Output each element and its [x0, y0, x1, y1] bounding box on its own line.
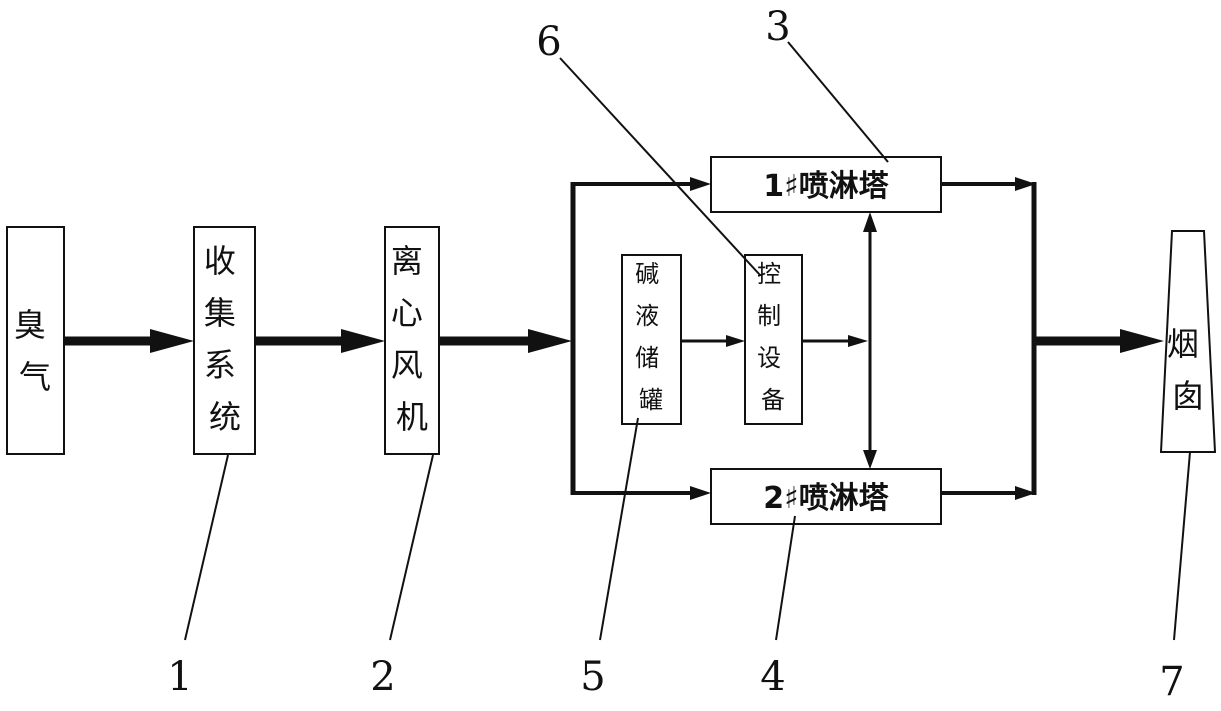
leader-2 [389, 454, 434, 641]
fan-char-1: 离 [391, 242, 423, 280]
arrowhead-tower1-merge [1015, 177, 1036, 191]
number-label-2: 2 [370, 654, 395, 700]
control-char-3: 设 [757, 344, 781, 372]
fan-box [384, 226, 440, 455]
small-arrowheads [690, 177, 1036, 500]
odor-box [6, 226, 65, 455]
number-label-3: 3 [765, 4, 790, 50]
tower2-box [710, 468, 942, 525]
number-label-6: 6 [536, 19, 561, 65]
arrowhead-to-tower1 [690, 177, 711, 191]
tower1-box [710, 156, 942, 213]
control-char-1: 控 [757, 260, 781, 288]
leader-7 [1173, 451, 1191, 641]
number-label-4: 4 [760, 654, 785, 700]
arrowhead-odor-to-collection [150, 329, 194, 353]
tank-char-3: 储 [635, 344, 659, 372]
leader-1 [184, 454, 229, 641]
collection-char-1: 收 [204, 242, 236, 280]
leader-5 [599, 417, 639, 641]
fan-char-3: 风 [391, 346, 423, 384]
fan-label: 离 心 风 机 [391, 242, 433, 436]
chimney-char-2: 囱 [1172, 377, 1204, 415]
control-char-2: 制 [757, 302, 781, 330]
arrowhead-collection-to-fan [341, 329, 385, 353]
fan-char-4: 机 [396, 398, 428, 436]
tank-label: 碱 液 储 罐 [635, 260, 667, 414]
arrowhead-tower2-merge [1015, 486, 1036, 500]
collection-char-3: 系 [204, 346, 236, 384]
arrowhead-tank-to-control [726, 335, 745, 347]
odor-label: 臭 气 [14, 306, 56, 396]
control-char-4: 备 [761, 386, 785, 414]
leader-3 [787, 41, 889, 163]
chimney-label: 烟 囱 [1167, 325, 1209, 415]
chimney-shape [1159, 230, 1217, 453]
collection-label: 收 集 系 统 [204, 242, 246, 436]
arrowhead-control-to-bus [848, 335, 868, 347]
number-label-7: 7 [1159, 659, 1184, 705]
main-flow [64, 329, 1164, 353]
collection-char-4: 统 [209, 398, 241, 436]
arrowhead-merge-to-chimney [1120, 329, 1164, 353]
control-label: 控 制 设 备 [757, 260, 789, 414]
tank-char-1: 碱 [635, 260, 659, 288]
control-box [744, 254, 803, 425]
odor-char-1: 臭 [14, 306, 46, 344]
number-label-5: 5 [580, 654, 605, 700]
arrowhead-fan-to-split [528, 329, 572, 353]
arrowhead-bus-down [863, 450, 877, 469]
arrowhead-bus-up [863, 212, 877, 232]
collection-char-2: 集 [204, 294, 236, 332]
number-label-1: 1 [167, 654, 192, 700]
tower2-label: 2♯喷淋塔 [763, 481, 889, 516]
tank-char-2: 液 [635, 302, 659, 330]
leader-6 [559, 57, 761, 276]
collection-box [193, 226, 256, 455]
leader-4 [775, 515, 796, 641]
leader-lines [184, 41, 1191, 641]
chimney-char-1: 烟 [1167, 325, 1199, 363]
odor-char-2: 气 [19, 358, 51, 396]
tower1-label: 1♯喷淋塔 [763, 169, 889, 204]
split-merge-lines [570, 182, 1037, 495]
tank-char-4: 罐 [639, 386, 663, 414]
arrowhead-to-tower2 [690, 486, 711, 500]
fan-char-2: 心 [391, 294, 423, 332]
